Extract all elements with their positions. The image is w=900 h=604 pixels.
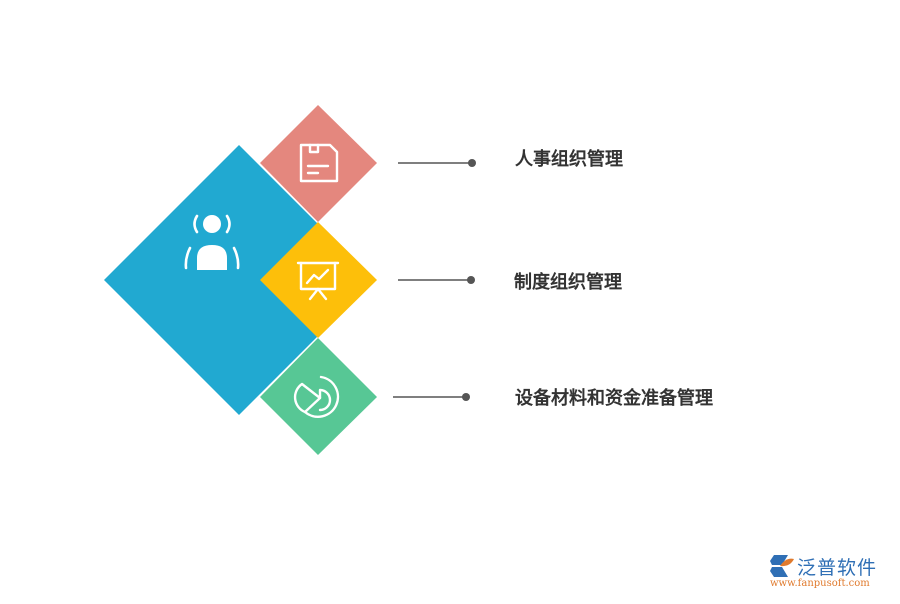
connector-1 xyxy=(398,159,476,167)
pie-chart-icon xyxy=(293,375,340,418)
item-3-label: 设备材料和资金准备管理 xyxy=(515,388,713,409)
item-1-diamond xyxy=(260,105,377,222)
person-broadcast-icon xyxy=(184,214,240,270)
main-diamond xyxy=(104,145,374,415)
floppy-document-icon xyxy=(299,143,339,183)
fanpu-logo-icon xyxy=(770,555,794,577)
watermark-logo: 泛普软件 www.fanpusoft.com xyxy=(768,553,893,593)
item-2-label: 制度组织管理 xyxy=(514,272,622,293)
presentation-chart-icon xyxy=(296,261,340,301)
connector-2 xyxy=(398,276,475,284)
connector-3 xyxy=(393,393,470,401)
watermark-name: 泛普软件 xyxy=(797,557,878,579)
watermark-url: www.fanpusoft.com xyxy=(770,578,870,589)
item-1-label: 人事组织管理 xyxy=(515,149,623,170)
